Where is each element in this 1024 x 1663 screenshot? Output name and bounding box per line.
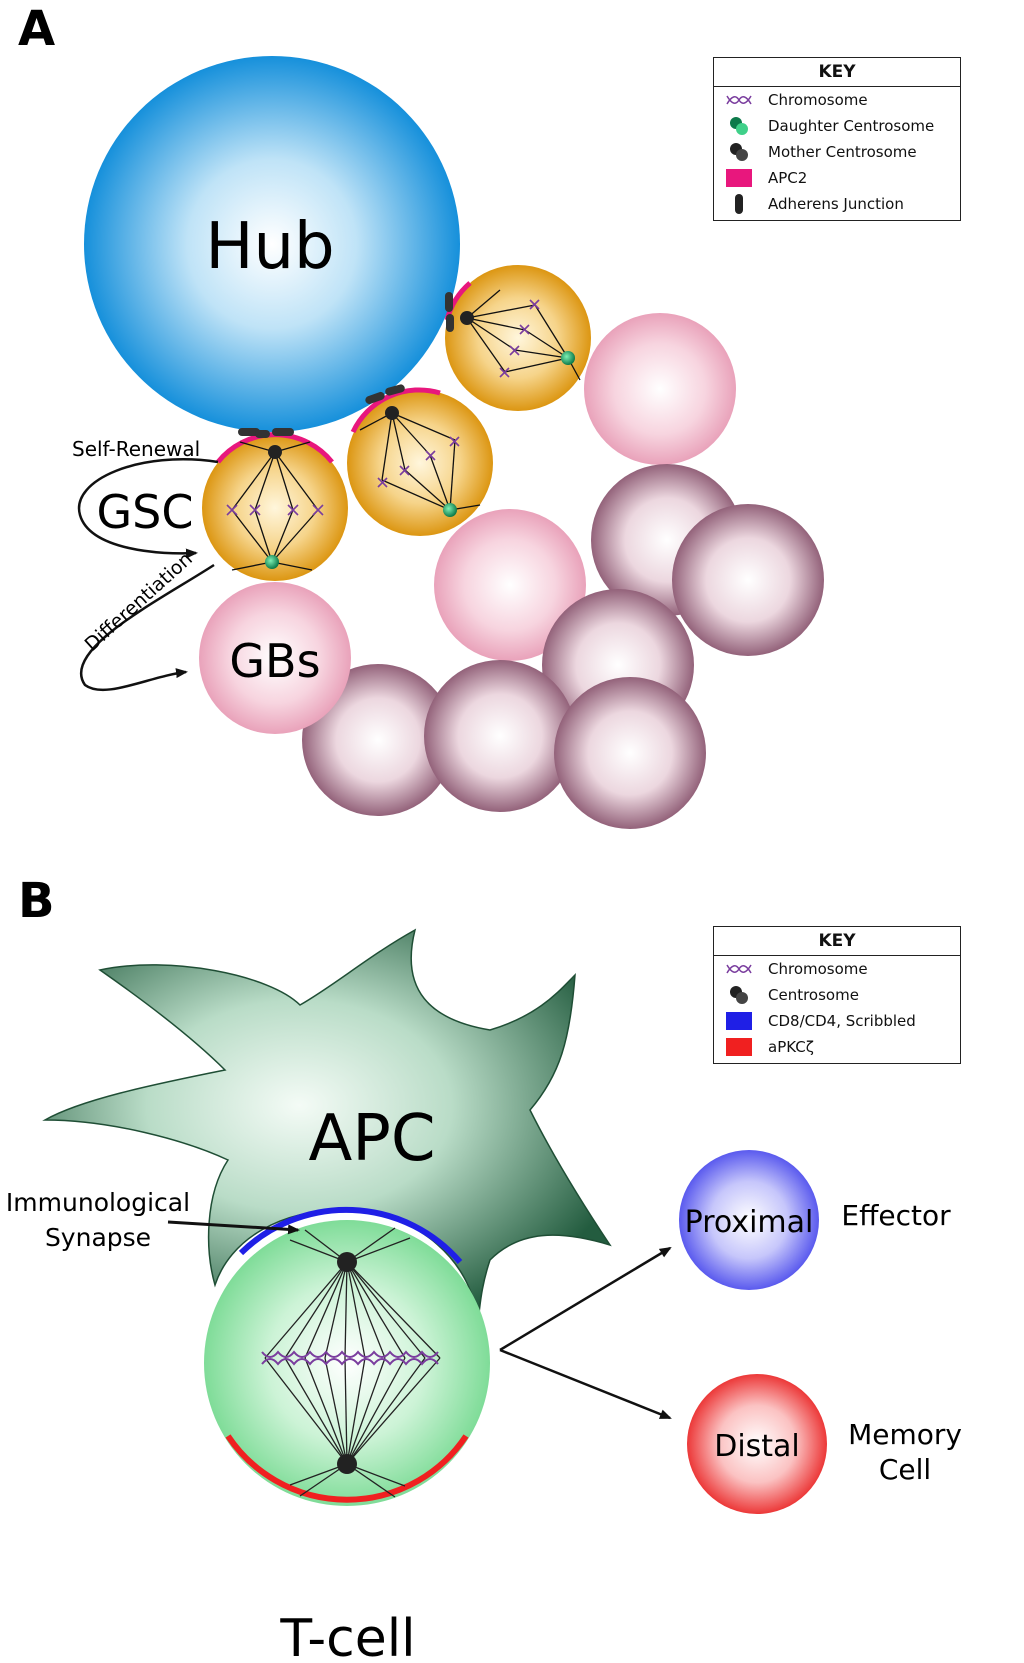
- gsc-cell-middle: [347, 384, 493, 536]
- key-a-label: Adherens Junction: [768, 195, 904, 213]
- key-b-item-apkc: aPKCζ: [714, 1034, 960, 1060]
- apkc-swatch: [724, 1036, 754, 1058]
- mother-centrosome: [460, 311, 474, 325]
- tcell-top-centrosome: [337, 1252, 357, 1272]
- key-a-item-apc2: APC2: [714, 165, 960, 191]
- key-a-item-daughter-centrosome: Daughter Centrosome: [714, 113, 960, 139]
- tcell-label: T-cell: [279, 1609, 415, 1663]
- tcell: [204, 1220, 490, 1506]
- key-panel-a: KEY Chromosome Daughter Centrosome Mothe…: [713, 57, 961, 221]
- key-a-label: Chromosome: [768, 91, 868, 109]
- panel-a-label: A: [18, 1, 55, 57]
- daughter-centrosome: [443, 503, 457, 517]
- synapse-label-line1: Immunological: [6, 1188, 190, 1217]
- key-panel-b: KEY Chromosome Centrosome CD8/CD4, Scrib…: [713, 926, 961, 1064]
- gbs-cell: [199, 582, 351, 734]
- differentiation-label: Differentiation: [81, 548, 197, 656]
- distal-label: Distal: [714, 1429, 800, 1464]
- chromosome-icon: [724, 958, 754, 980]
- daughter-centrosome-icon: [724, 115, 754, 137]
- apkc-domain: [225, 1434, 469, 1503]
- gonialblast-cell: [302, 664, 454, 816]
- daughter-centrosome: [561, 351, 575, 365]
- memory-label-line1: Memory: [848, 1418, 962, 1451]
- key-b-item-centrosome: Centrosome: [714, 982, 960, 1008]
- hub-label: Hub: [205, 210, 334, 284]
- adherens-junction-icon: [724, 193, 754, 215]
- key-a-label: APC2: [768, 169, 808, 187]
- gbs-label: GBs: [229, 634, 320, 688]
- apc-cell: [42, 928, 612, 1321]
- key-b-label: CD8/CD4, Scribbled: [768, 1012, 916, 1030]
- synapse-arrow: [167, 1220, 300, 1235]
- gonialblast-cell: [584, 313, 736, 465]
- scribbled-domain: [238, 1206, 463, 1264]
- apc2-swatch: [724, 167, 754, 189]
- key-a-label: Daughter Centrosome: [768, 117, 935, 135]
- gsc-label: GSC: [97, 485, 194, 539]
- gonialblast-cell: [434, 509, 586, 661]
- key-b-item-chromosome: Chromosome: [714, 956, 960, 982]
- gonialblast-cell: [424, 660, 576, 812]
- gonialblast-cell: [672, 504, 824, 656]
- key-b-title: KEY: [714, 927, 960, 956]
- gsc-cell-left: [202, 428, 348, 581]
- key-a-item-adherens-junction: Adherens Junction: [714, 191, 960, 217]
- tcell-spindle: [264, 1227, 441, 1498]
- proximal-label: Proximal: [685, 1205, 814, 1240]
- key-a-item-chromosome: Chromosome: [714, 87, 960, 113]
- hub-cell: [84, 56, 460, 432]
- key-a-item-mother-centrosome: Mother Centrosome: [714, 139, 960, 165]
- distal-cell: [687, 1374, 827, 1514]
- daughter-centrosome: [265, 555, 279, 569]
- self-renewal-label: Self-Renewal: [72, 437, 200, 461]
- differentiation-arrow: [80, 563, 215, 692]
- gsc-cell-upper: [444, 265, 591, 411]
- key-a-label: Mother Centrosome: [768, 143, 917, 161]
- effector-arrow: [499, 1246, 672, 1352]
- key-b-label: aPKCζ: [768, 1038, 814, 1056]
- key-a-title: KEY: [714, 58, 960, 87]
- proximal-cell: [679, 1150, 819, 1290]
- gonialblast-cluster: [199, 313, 824, 829]
- key-b-label: Centrosome: [768, 986, 859, 1004]
- panel-b-label: B: [18, 873, 55, 929]
- mother-centrosome: [385, 406, 399, 420]
- mother-centrosome-icon: [724, 141, 754, 163]
- effector-label: Effector: [841, 1199, 951, 1232]
- tcell-bottom-centrosome: [337, 1454, 357, 1474]
- apc-label: APC: [308, 1102, 435, 1176]
- gonialblast-cell: [554, 677, 706, 829]
- self-renewal-arrow: [77, 458, 219, 559]
- synapse-label-line2: Synapse: [45, 1223, 151, 1252]
- memory-arrow: [499, 1348, 672, 1420]
- key-b-label: Chromosome: [768, 960, 868, 978]
- cd8-swatch: [724, 1010, 754, 1032]
- mother-centrosome: [268, 445, 282, 459]
- centrosome-icon: [724, 984, 754, 1006]
- chromosome-icon: [724, 89, 754, 111]
- key-b-item-cd8: CD8/CD4, Scribbled: [714, 1008, 960, 1034]
- tcell-chromosomes: [261, 1350, 439, 1366]
- memory-label-line2: Cell: [879, 1453, 931, 1486]
